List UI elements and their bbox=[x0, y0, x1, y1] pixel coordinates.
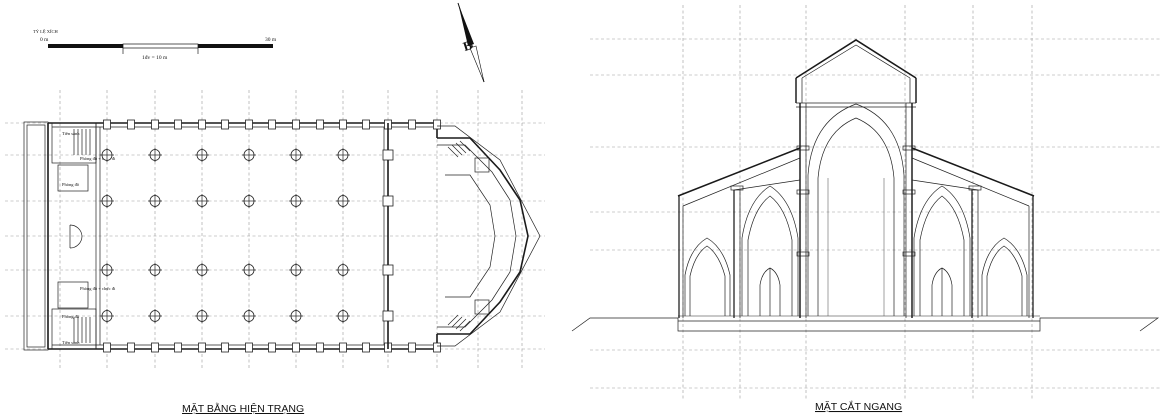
plan-column bbox=[289, 309, 303, 323]
plan-column bbox=[100, 194, 114, 208]
room-label: Phòng đồ bbox=[62, 314, 80, 319]
wall-pier bbox=[433, 342, 441, 353]
wall-pier bbox=[103, 119, 111, 130]
room-label: Phòng đồ + chức đi bbox=[80, 286, 116, 291]
plan-column bbox=[289, 148, 303, 162]
plan-column bbox=[195, 263, 209, 277]
wall-pier bbox=[103, 342, 111, 353]
wall-pier bbox=[316, 119, 324, 130]
plan-column bbox=[148, 194, 162, 208]
plan-column bbox=[195, 309, 209, 323]
plan-column bbox=[289, 263, 303, 277]
room-label: Phòng đồ bbox=[62, 182, 80, 187]
scale-bar-end: 30 m bbox=[265, 37, 277, 43]
plan-column bbox=[382, 149, 394, 161]
plan-column bbox=[242, 263, 256, 277]
plan-column bbox=[289, 194, 303, 208]
scale-bar-unit: 1đv = 10 m bbox=[142, 55, 168, 61]
wall-pier bbox=[127, 342, 135, 353]
wall-pier bbox=[292, 342, 300, 353]
wall-pier bbox=[316, 342, 324, 353]
plan-column bbox=[148, 148, 162, 162]
wall-pier bbox=[362, 119, 370, 130]
plan-column bbox=[382, 310, 394, 322]
plan-grid bbox=[5, 90, 545, 370]
scale-bar-segment-1 bbox=[48, 44, 123, 48]
room-label: Tiền sảnh bbox=[62, 340, 80, 345]
scale-bar-start: 0 m bbox=[40, 37, 49, 43]
wall-pier bbox=[408, 119, 416, 130]
wall-pier bbox=[268, 342, 276, 353]
plan-column bbox=[195, 194, 209, 208]
scale-bar-title: TỶ LỆ XÍCH bbox=[33, 29, 58, 34]
wall-pier bbox=[339, 342, 347, 353]
wall-pier bbox=[198, 119, 206, 130]
plan-column bbox=[148, 263, 162, 277]
plan-caption: MẶT BẰNG HIỆN TRẠNG bbox=[182, 402, 304, 414]
wall-pier bbox=[221, 342, 229, 353]
wall-pier bbox=[174, 119, 182, 130]
wall-pier bbox=[362, 342, 370, 353]
scale-bar: TỶ LỆ XÍCH 0 m 30 m 1đv = 10 m bbox=[33, 29, 277, 61]
room-label: Tiền sảnh bbox=[62, 131, 80, 136]
plan-column bbox=[195, 148, 209, 162]
wall-pier bbox=[408, 342, 416, 353]
wall-pier bbox=[221, 119, 229, 130]
room-label: Phòng đồ + chức đi bbox=[80, 156, 116, 161]
plan-column bbox=[242, 194, 256, 208]
plan-column bbox=[336, 263, 350, 277]
section-grid bbox=[590, 5, 1161, 400]
wall-pier bbox=[151, 119, 159, 130]
wall-pier bbox=[245, 342, 253, 353]
plan-column bbox=[148, 309, 162, 323]
wall-pier bbox=[268, 119, 276, 130]
plan-column bbox=[336, 148, 350, 162]
plan-column bbox=[382, 195, 394, 207]
section-structure bbox=[571, 39, 1160, 332]
plan-column bbox=[242, 148, 256, 162]
wall-pier bbox=[433, 119, 441, 130]
plan-column bbox=[242, 309, 256, 323]
wall-pier bbox=[292, 119, 300, 130]
plan-column bbox=[336, 194, 350, 208]
plan-column bbox=[100, 309, 114, 323]
wall-pier bbox=[174, 342, 182, 353]
wall-pier bbox=[339, 119, 347, 130]
wall-pier bbox=[245, 119, 253, 130]
plan-columns bbox=[100, 148, 394, 323]
plan-column bbox=[336, 309, 350, 323]
wall-pier bbox=[151, 342, 159, 353]
north-arrow: B bbox=[457, 2, 485, 83]
scale-bar-segment-2 bbox=[122, 43, 199, 49]
wall-pier bbox=[127, 119, 135, 130]
section-caption: MẶT CẮT NGANG bbox=[815, 400, 902, 413]
scale-bar-segment-3 bbox=[198, 44, 273, 48]
plan-column bbox=[100, 148, 114, 162]
plan-room-labels: Tiền sảnh Phòng đồ + chức đi Phòng đồ Ti… bbox=[62, 131, 116, 345]
plan-column bbox=[100, 263, 114, 277]
plan-column bbox=[382, 264, 394, 276]
wall-pier bbox=[198, 342, 206, 353]
